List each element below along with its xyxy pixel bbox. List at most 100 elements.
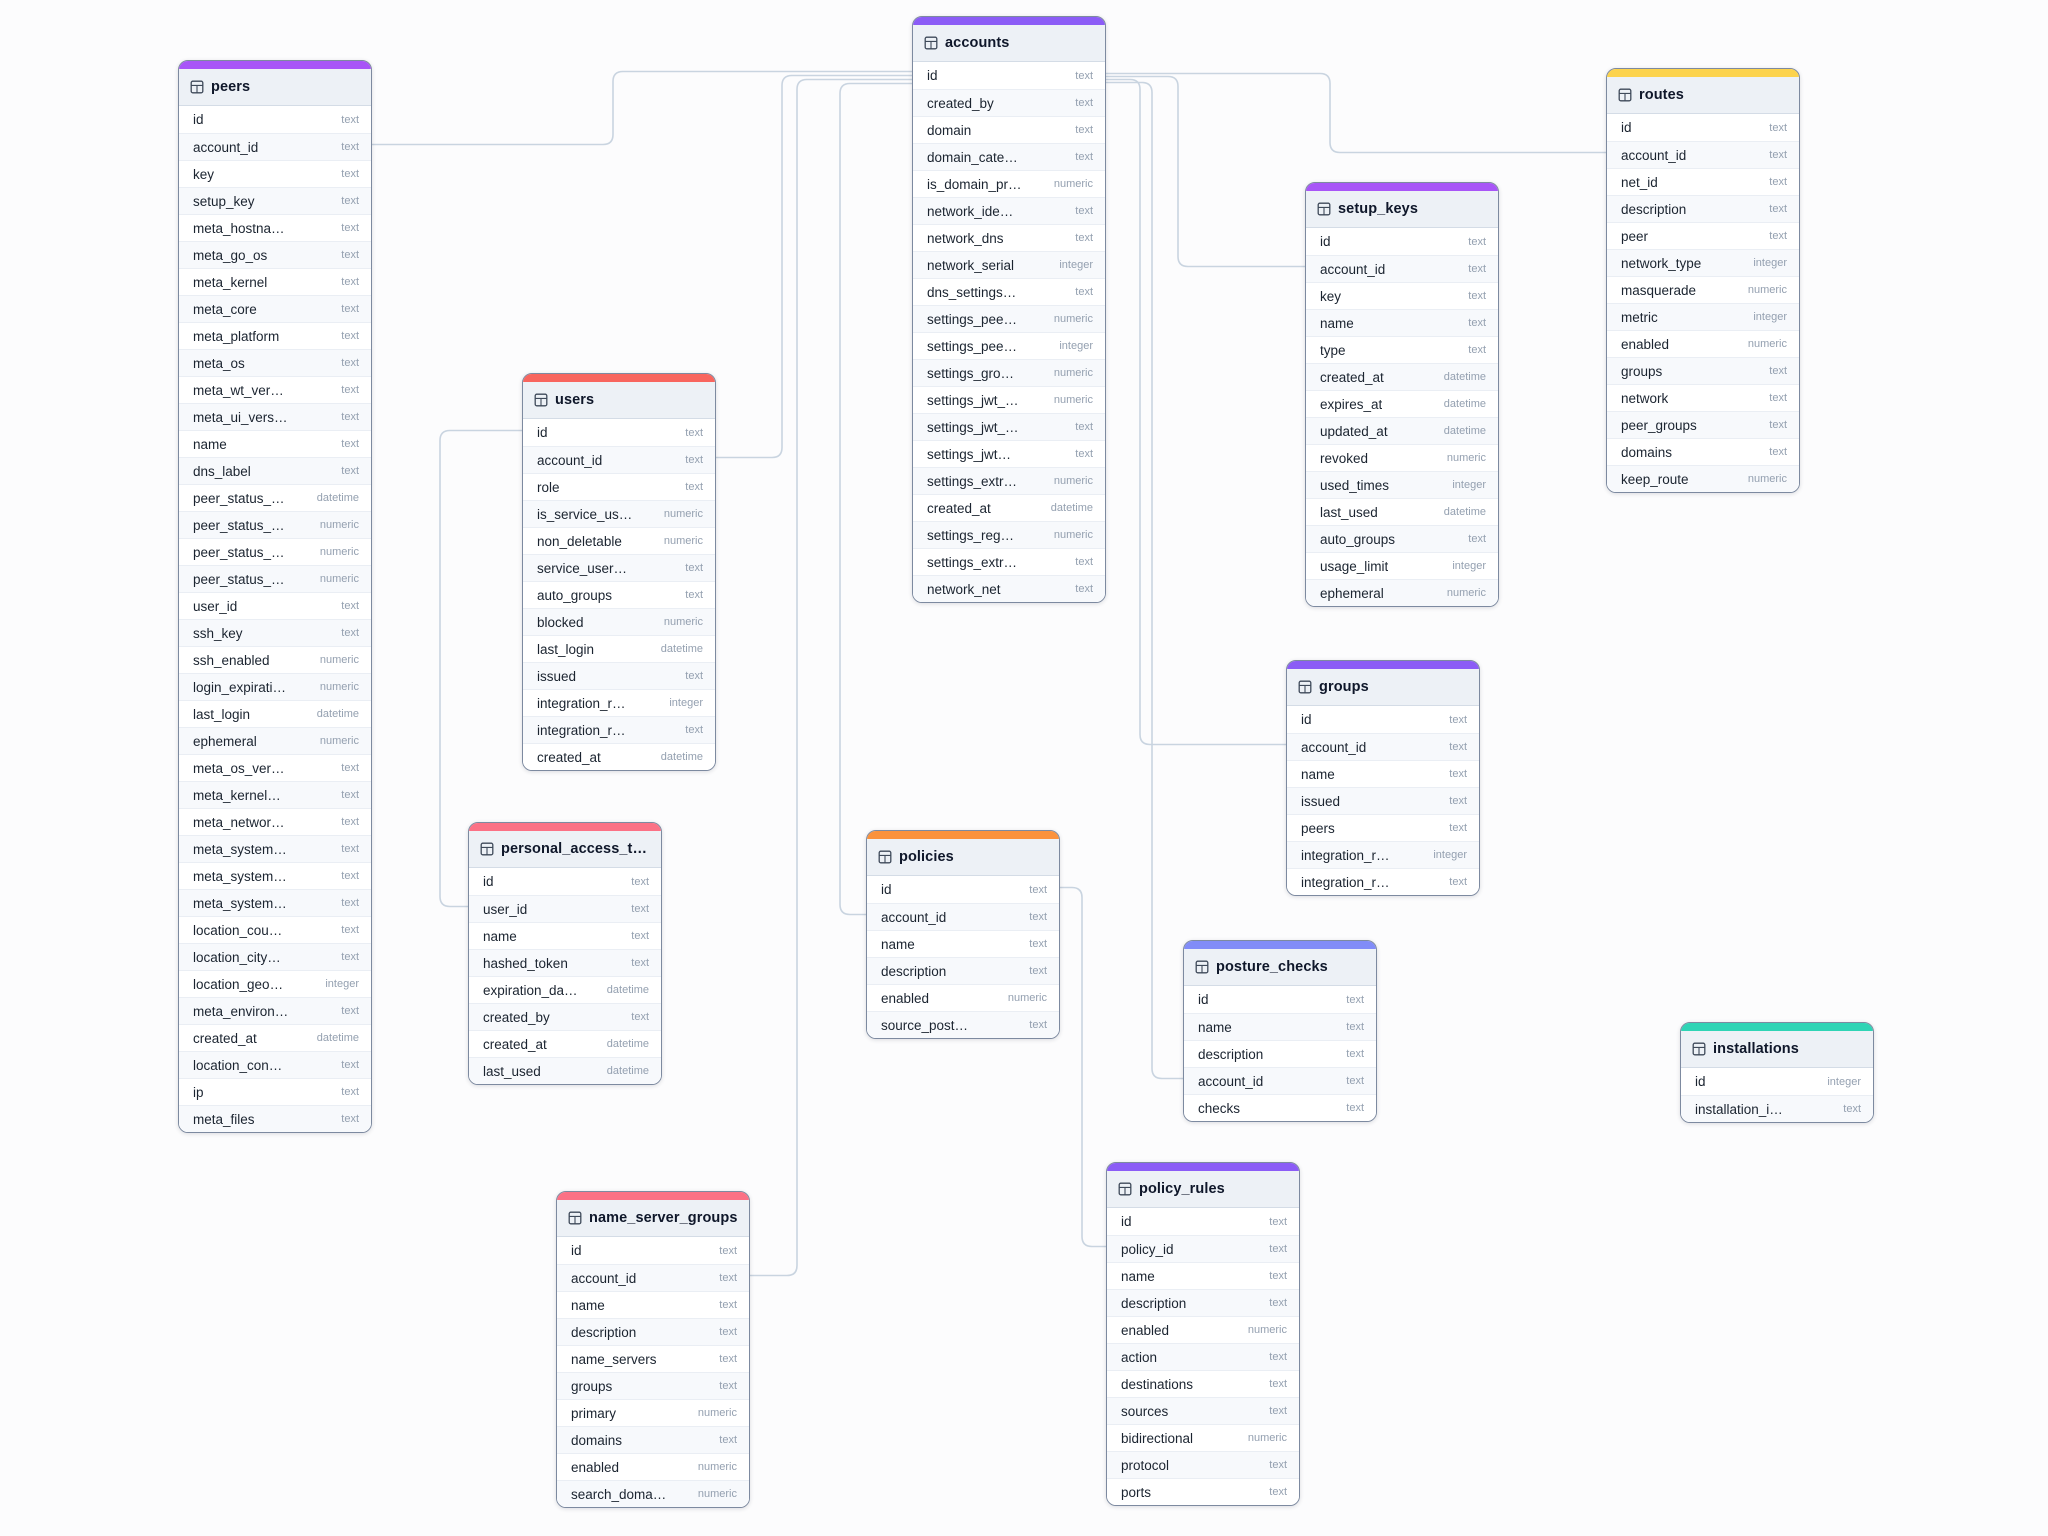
field-row-location_cou…[interactable]: location_cou…text [179, 916, 371, 943]
relationship-name_server_groups-to-accounts[interactable] [748, 78, 912, 1277]
table-header[interactable]: name_server_groups [557, 1200, 749, 1237]
field-row-meta_ui_vers…[interactable]: meta_ui_vers…text [179, 403, 371, 430]
field-row-settings_extr…[interactable]: settings_extr…numeric [913, 467, 1105, 494]
field-row-settings_pee…[interactable]: settings_pee…numeric [913, 305, 1105, 332]
field-row-meta_networ…[interactable]: meta_networ…text [179, 808, 371, 835]
table-header[interactable]: posture_checks [1184, 949, 1376, 986]
table-header[interactable]: routes [1607, 77, 1799, 114]
table-header[interactable]: policies [867, 839, 1059, 876]
field-row-integration_r…[interactable]: integration_r…text [1287, 868, 1479, 895]
table-header[interactable]: peers [179, 69, 371, 106]
relationship-personal_access_tokens-to-users[interactable] [439, 429, 522, 908]
field-row-integration_r…[interactable]: integration_r…text [523, 716, 715, 743]
field-row-is_service_us…[interactable]: is_service_us…numeric [523, 500, 715, 527]
relationship-policies-to-accounts[interactable] [839, 82, 912, 916]
field-row-location_con…[interactable]: location_con…text [179, 1051, 371, 1078]
table-header[interactable]: accounts [913, 25, 1105, 62]
field-row-settings_jwt…[interactable]: settings_jwt…text [913, 440, 1105, 467]
field-row-settings_extr…[interactable]: settings_extr…text [913, 548, 1105, 575]
field-row-integration_r…[interactable]: integration_r…integer [523, 689, 715, 716]
field-row-location_geo…[interactable]: location_geo…integer [179, 970, 371, 997]
field-row-meta_os_ver…[interactable]: meta_os_ver…text [179, 754, 371, 781]
field-row-meta_system…[interactable]: meta_system…text [179, 862, 371, 889]
field-row-peer_status_…[interactable]: peer_status_…datetime [179, 484, 371, 511]
field-row-settings_jwt_…[interactable]: settings_jwt_…numeric [913, 386, 1105, 413]
field-row-location_city…[interactable]: location_city…text [179, 943, 371, 970]
table-header[interactable]: groups [1287, 669, 1479, 706]
field-row-settings_gro…[interactable]: settings_gro…numeric [913, 359, 1105, 386]
field-row-meta_environ…[interactable]: meta_environ…text [179, 997, 371, 1024]
field-row-expiration_da…[interactable]: expiration_da…datetime [469, 976, 661, 1003]
field-row-meta_system…[interactable]: meta_system…text [179, 835, 371, 862]
field-row-settings_reg…[interactable]: settings_reg…numeric [913, 521, 1105, 548]
table-header[interactable]: installations [1681, 1031, 1873, 1068]
relationship-users-to-accounts[interactable] [714, 74, 912, 459]
